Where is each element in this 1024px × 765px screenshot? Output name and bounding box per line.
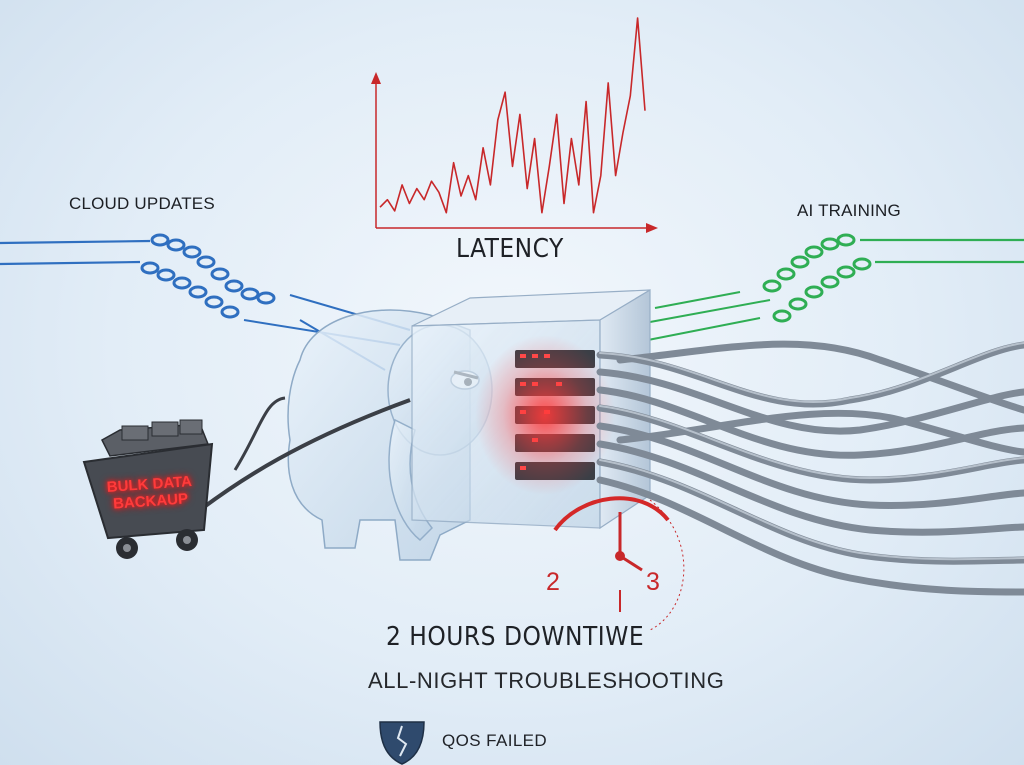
- troubleshooting-subheading: ALL-NIGHT TROUBLESHOOTING: [368, 668, 725, 693]
- latency-series-line: [379, 17, 646, 214]
- clock-number-two: 2: [546, 568, 560, 596]
- latency-chart: [371, 17, 658, 233]
- qos-failed-label: QOS FAILED: [442, 731, 548, 750]
- downtime-heading: 2 HOURS DOWNTIWE: [386, 622, 645, 652]
- network-switch-icon: [411, 288, 651, 530]
- data-cart-icon: [82, 396, 411, 559]
- cracked-shield-icon: [379, 721, 425, 765]
- cloud-updates-label: CLOUD UPDATES: [69, 194, 215, 213]
- ai-training-cables: [647, 233, 1024, 341]
- latency-label: LATENCY: [456, 234, 564, 264]
- latency-x-arrow: [646, 223, 658, 233]
- ai-training-label: AI TRAINING: [797, 201, 901, 220]
- clock-number-three: 3: [646, 568, 660, 596]
- gray-cable-bundle: [596, 340, 1024, 596]
- gray-cable-highlights: [599, 342, 1024, 561]
- latency-y-arrow: [371, 72, 381, 84]
- clock-icon: [553, 496, 685, 631]
